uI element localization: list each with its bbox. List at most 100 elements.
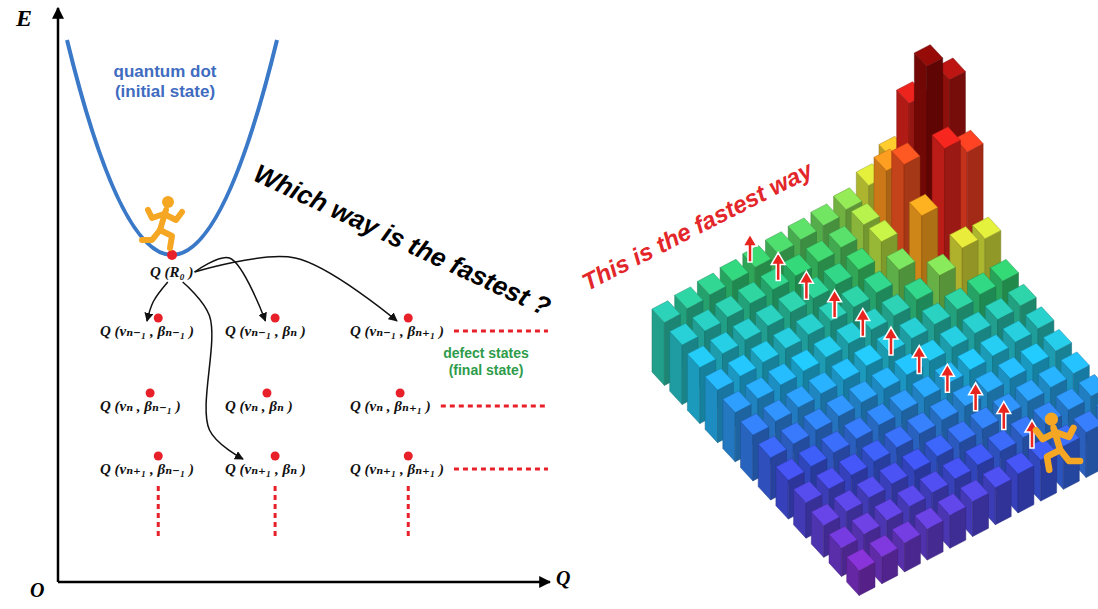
bar-top <box>786 386 814 408</box>
continuation-dots <box>441 405 548 408</box>
bar-top <box>670 323 698 345</box>
bar-top <box>811 204 839 226</box>
bar-top <box>756 304 784 326</box>
bar-top <box>715 296 743 318</box>
bar-top <box>804 409 832 431</box>
bar-top <box>872 367 900 389</box>
axis-label: E <box>16 4 32 33</box>
state-label: Q (vₙ , βₙ ) <box>225 397 293 415</box>
state-label: Q (vₙ , βₙ₊₁ ) <box>350 397 431 415</box>
bar-top <box>925 435 953 457</box>
path-arrow <box>912 346 926 374</box>
bar-top <box>1008 284 1036 306</box>
bar-top <box>1003 321 1031 343</box>
bar-top <box>869 220 897 242</box>
axis-label: Q <box>556 566 570 590</box>
bar-top <box>758 436 786 458</box>
bar-top <box>687 346 715 368</box>
defect-state: Q (vₙ , βₙ₋₁ ) <box>100 397 181 415</box>
path-arrow <box>940 364 954 392</box>
state-point <box>404 314 413 323</box>
path-arrow <box>743 234 757 262</box>
bar-top <box>791 350 819 372</box>
bar-top <box>743 246 771 268</box>
path-arrow <box>828 290 842 318</box>
bar-top <box>846 248 874 270</box>
bar-top <box>778 291 806 313</box>
bar-top <box>829 226 857 248</box>
bar-top <box>920 471 948 493</box>
path-arrow <box>884 327 898 355</box>
bar-top <box>988 430 1016 452</box>
bar-top <box>1074 411 1098 433</box>
state-label: Q (vₙ₋₁ , βₙ₋₁ ) <box>100 322 194 340</box>
bar-top <box>857 476 885 498</box>
path-arrow <box>799 271 813 299</box>
bar-top <box>844 417 872 439</box>
state-label: Q (vₙ₊₁ , βₙ ) <box>225 460 306 478</box>
bar-top <box>915 507 943 529</box>
bar-top <box>852 513 880 535</box>
state-point <box>154 314 163 323</box>
bar-top <box>766 232 794 254</box>
defect-state: Q (vₙ , βₙ₊₁ ) <box>350 397 431 415</box>
bar-top <box>958 348 986 370</box>
bar-top <box>1061 352 1089 374</box>
bar-top <box>814 336 842 358</box>
path-arrow <box>969 383 983 411</box>
bar-top <box>675 287 703 309</box>
bar-top <box>943 457 971 479</box>
bar-top <box>788 218 816 240</box>
bar-top <box>773 327 801 349</box>
bar-top <box>710 332 738 354</box>
bar-top <box>839 454 867 476</box>
state-point <box>271 452 280 461</box>
defect-state: Q (vₙ₋₁ , βₙ ) <box>225 322 306 340</box>
bar-top <box>796 313 824 335</box>
energy-axis <box>57 8 60 582</box>
defect-state: Q (vₙ₋₁ , βₙ₋₁ ) <box>100 322 194 340</box>
state-label: Q (vₙ , βₙ₋₁ ) <box>100 397 181 415</box>
state-point <box>271 314 280 323</box>
continuation-dots <box>274 486 277 540</box>
bar-top <box>887 248 915 270</box>
bar-top <box>882 294 910 316</box>
bar-top <box>809 372 837 394</box>
bar-top <box>864 271 892 293</box>
bar-side <box>1086 424 1098 477</box>
axis-label: O <box>30 578 44 602</box>
bar-top <box>950 227 978 249</box>
bar-top <box>847 549 875 571</box>
bar-top <box>932 127 960 149</box>
bar-top <box>867 403 895 425</box>
bar-top <box>1056 388 1084 410</box>
transition-arrow <box>195 258 266 321</box>
state-label: Q (vₙ₊₁ , βₙ₊₁ ) <box>350 460 444 478</box>
continuation-dots <box>157 486 160 540</box>
bar-top <box>892 521 920 543</box>
bar-top <box>904 278 932 300</box>
bar-top <box>948 421 976 443</box>
bar-top <box>907 412 935 434</box>
bar-top <box>763 400 791 422</box>
bar-top <box>834 188 862 210</box>
transition-arrow <box>183 282 243 459</box>
bar-top <box>652 301 680 323</box>
bar-top <box>738 282 766 304</box>
bar-top <box>768 363 796 385</box>
state-label: Q (R₀ ) <box>150 263 194 281</box>
bar-top <box>776 459 804 481</box>
bar-top <box>998 357 1026 379</box>
bar-top <box>824 263 852 285</box>
path-arrows <box>743 234 1039 448</box>
state-point <box>146 389 155 398</box>
bar-top <box>889 390 917 412</box>
bar-top <box>985 298 1013 320</box>
defect-state: Q (vₙ₊₁ , βₙ₊₁ ) <box>350 460 444 478</box>
bar-top <box>983 466 1011 488</box>
bar-top <box>720 259 748 281</box>
bar-top <box>963 312 991 334</box>
bar-top <box>874 499 902 521</box>
bar-top <box>973 217 1001 239</box>
bar-top <box>892 143 920 165</box>
